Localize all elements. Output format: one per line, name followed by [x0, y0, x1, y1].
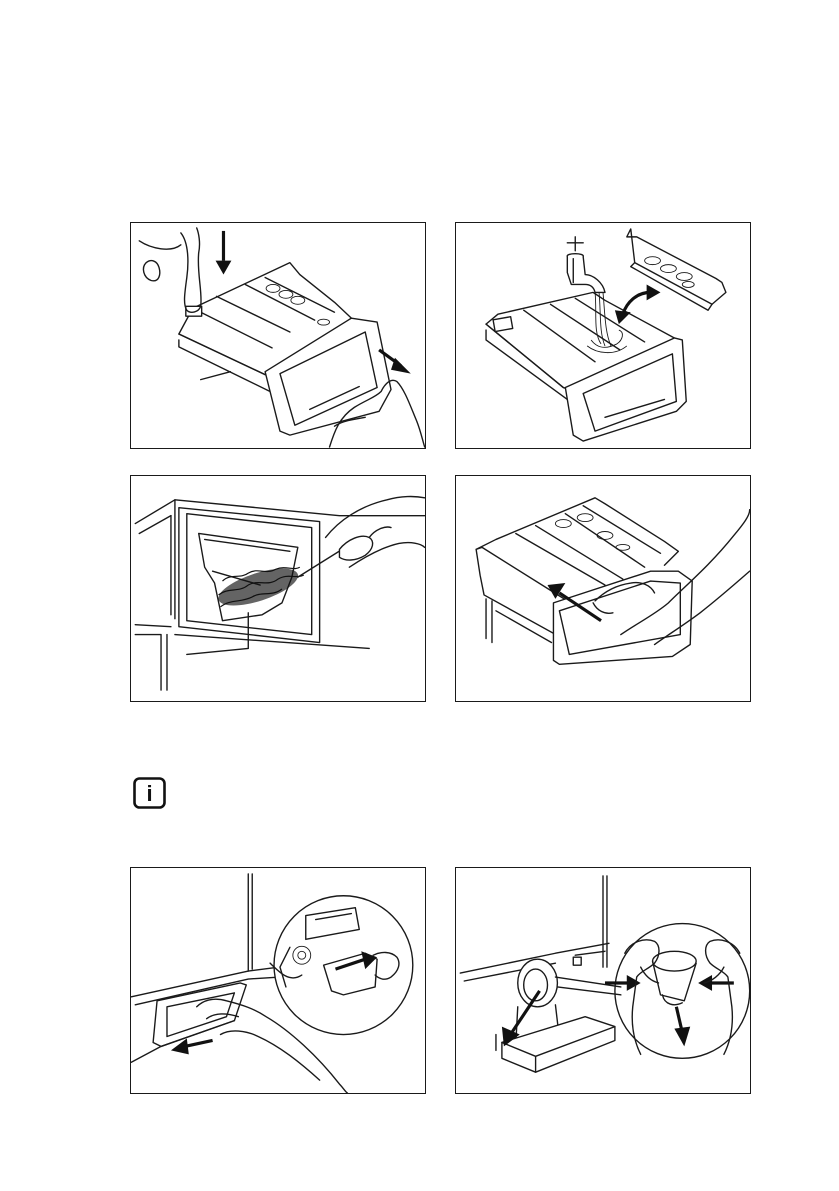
recess-clean-illustration	[131, 476, 425, 701]
figure-pump-flap-open	[130, 867, 426, 1094]
dispenser-reinsert-illustration	[456, 476, 750, 701]
dispenser-remove-illustration	[131, 223, 425, 448]
figure-dispenser-reinsert	[455, 475, 751, 702]
figure-pump-filter-remove	[455, 867, 751, 1094]
info-icon: i	[133, 777, 166, 809]
figure-dispenser-rinse	[455, 222, 751, 449]
figure-dispenser-remove	[130, 222, 426, 449]
info-icon-label: i	[146, 781, 152, 806]
figure-recess-clean	[130, 475, 426, 702]
pump-filter-remove-illustration	[456, 868, 750, 1093]
pump-flap-open-illustration	[131, 868, 425, 1093]
dispenser-rinse-illustration	[456, 223, 750, 448]
